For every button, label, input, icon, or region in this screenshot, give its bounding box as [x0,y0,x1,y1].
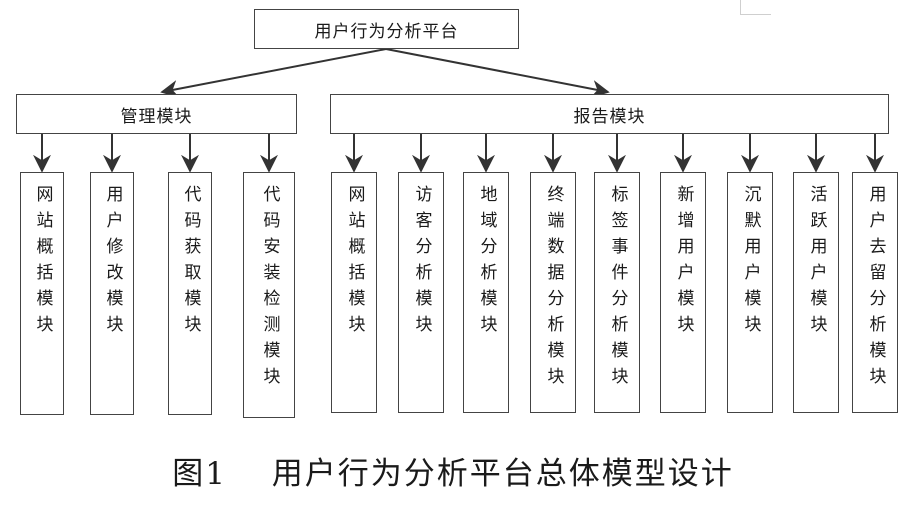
group-node-management: 管理模块 [16,94,297,134]
module-node: 终端数据分析模块 [530,172,576,413]
module-node-label: 用户去留分析模块 [865,185,886,393]
module-node-label: 终端数据分析模块 [543,185,564,393]
figure-caption: 图1 用户行为分析平台总体模型设计 [0,448,906,493]
module-node-label: 用户修改模块 [102,185,123,341]
module-node-label: 网站概括模块 [32,185,53,341]
module-node-label: 代码安装检测模块 [259,185,280,393]
module-node-label: 新增用户模块 [673,185,694,341]
module-node-label: 代码获取模块 [180,185,201,341]
module-node: 代码安装检测模块 [243,172,295,418]
module-node: 网站概括模块 [331,172,377,413]
module-node: 网站概括模块 [20,172,64,415]
figure-number: 图1 [172,456,227,492]
module-node-label: 活跃用户模块 [806,185,827,341]
module-node-label: 沉默用户模块 [740,185,761,341]
module-node-label: 标签事件分析模块 [607,185,628,393]
module-node: 用户修改模块 [90,172,134,415]
corner-decoration [740,0,771,15]
module-node: 用户去留分析模块 [852,172,898,413]
arrow-root-to-report [385,48,610,98]
module-node-label: 地域分析模块 [476,185,497,341]
module-node: 新增用户模块 [660,172,706,413]
module-node-label: 访客分析模块 [411,185,432,341]
root-node-label: 用户行为分析平台 [314,21,459,42]
root-node: 用户行为分析平台 [254,9,519,49]
module-node-label: 网站概括模块 [344,185,365,341]
module-node: 代码获取模块 [168,172,212,415]
group-node-label: 管理模块 [120,106,193,127]
figure-title: 用户行为分析平台总体模型设计 [271,456,734,492]
group-node-report: 报告模块 [330,94,889,134]
module-node: 访客分析模块 [398,172,444,413]
arrow-root-to-management [160,48,387,98]
group-node-label: 报告模块 [573,106,646,127]
module-node: 标签事件分析模块 [594,172,640,413]
module-node: 沉默用户模块 [727,172,773,413]
module-node: 地域分析模块 [463,172,509,413]
module-node: 活跃用户模块 [793,172,839,413]
